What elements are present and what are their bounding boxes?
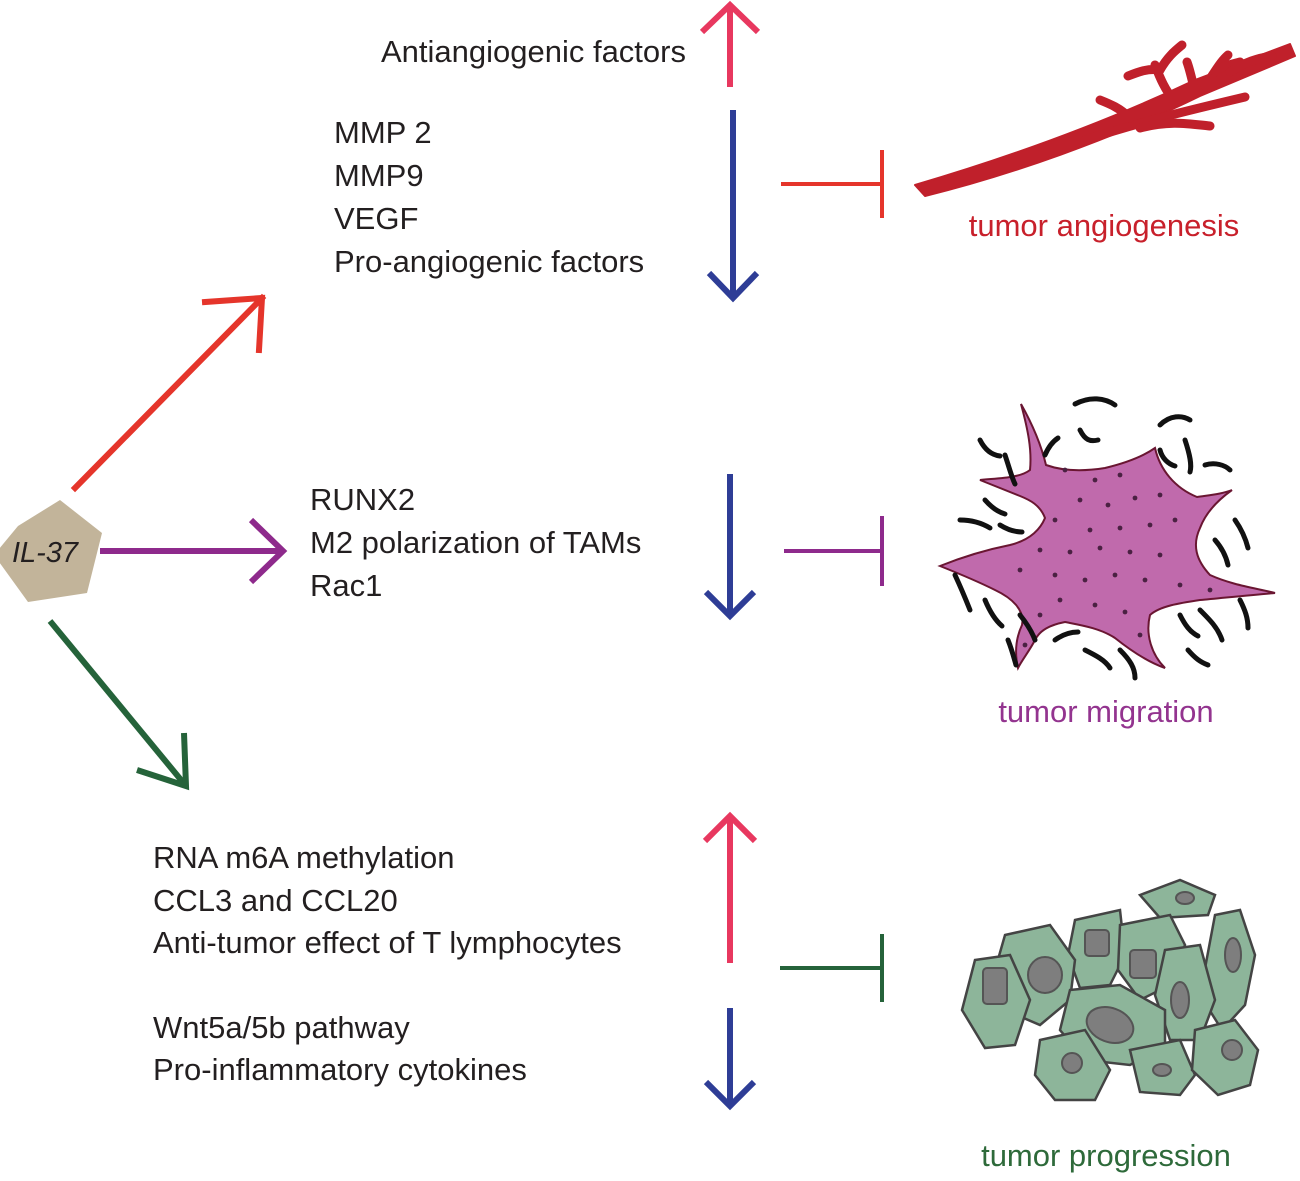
progression-branch-arrow — [47, 619, 190, 791]
tumor-cell-cluster-icon — [960, 878, 1260, 1102]
migration-down-arrow — [703, 474, 757, 621]
migration-down-item: RUNX2 — [310, 482, 415, 517]
angiogenesis-down-item: Pro-angiogenic factors — [334, 244, 644, 279]
angiogenesis-title: tumor angiogenesis — [969, 208, 1240, 243]
progression-up-arrow — [702, 811, 758, 963]
progression-down-item: Wnt5a/5b pathway — [153, 1010, 410, 1045]
il37-node: IL-37 — [0, 500, 102, 602]
progression-title: tumor progression — [981, 1138, 1231, 1173]
migration-inhibition-symbol — [784, 516, 884, 586]
progression-inhibition-symbol — [780, 934, 884, 1002]
il37-label: IL-37 — [12, 537, 80, 569]
progression-up-item: RNA m6A methylation — [153, 840, 455, 875]
migration-down-item: M2 polarization of TAMs — [310, 525, 641, 560]
angiogenesis-up-item: Antiangiogenic factors — [381, 34, 686, 69]
angiogenesis-down-arrow — [706, 110, 760, 303]
migration-down-item: Rac1 — [310, 568, 382, 603]
angiogenesis-down-item: VEGF — [334, 201, 418, 236]
angiogenesis-inhibition-symbol — [781, 150, 884, 218]
migration-title: tumor migration — [998, 694, 1213, 729]
angiogenesis-down-item: MMP 2 — [334, 115, 432, 150]
angiogenesis-branch-arrow — [70, 293, 267, 493]
angiogenesis-up-arrow — [699, 0, 761, 87]
progression-up-item: CCL3 and CCL20 — [153, 883, 398, 918]
migrating-tumor-cell-icon — [937, 396, 1276, 681]
progression-down-arrow — [703, 1008, 757, 1111]
progression-up-item: Anti-tumor effect of T lymphocytes — [153, 925, 622, 960]
migration-branch-arrow — [100, 517, 288, 585]
angiogenesis-down-item: MMP9 — [334, 158, 424, 193]
progression-down-item: Pro-inflammatory cytokines — [153, 1052, 527, 1087]
il37-pentagon — [0, 500, 102, 602]
blood-vessel-icon — [914, 40, 1296, 197]
